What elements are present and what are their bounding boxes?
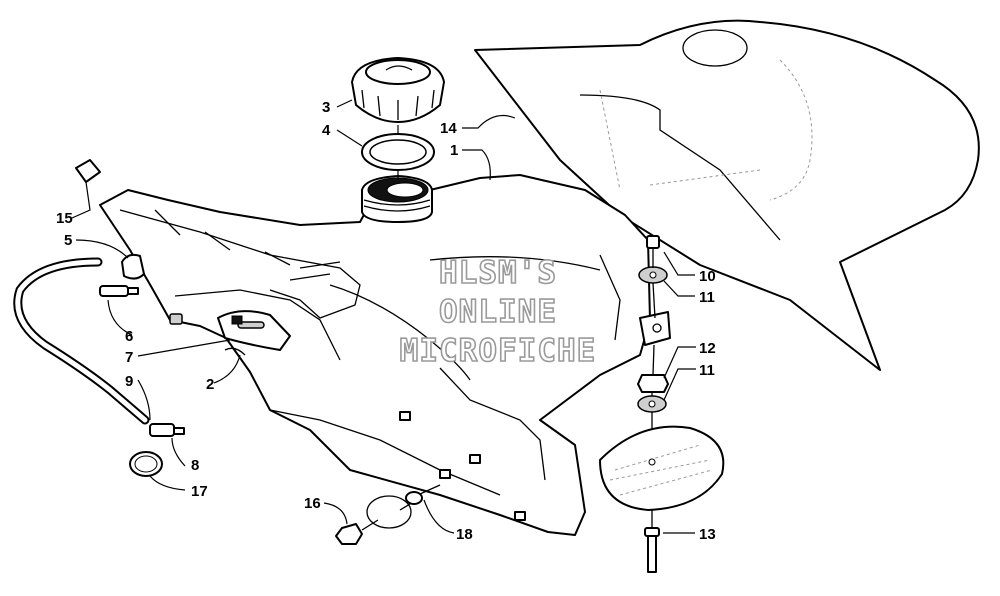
clip-15: [75, 159, 101, 183]
fuel-hose: [13, 257, 150, 425]
callout-4: 4: [322, 122, 331, 139]
clamp-5: [121, 253, 145, 280]
pickup-7: [217, 310, 291, 351]
filler-neck: [361, 175, 433, 223]
callout-9: 9: [125, 373, 133, 390]
callout-14: 14: [440, 120, 457, 137]
watermark-line-3: MICROFICHE: [400, 333, 597, 369]
watermark: HLSM'S ONLINE MICROFICHE: [399, 254, 597, 370]
callout-11-lower: 11: [699, 362, 715, 379]
clamp-17: [129, 451, 163, 477]
callout-13: 13: [699, 526, 716, 543]
callout-16: 16: [304, 495, 321, 512]
leader-lines: [71, 99, 696, 534]
callout-2: 2: [206, 376, 214, 393]
callout-17: 17: [191, 483, 208, 500]
drain-plug: [335, 484, 441, 545]
callout-6: 6: [125, 328, 133, 345]
callout-labels: 1 2 3 4 5 6 7 8 9 10 11 11 12 13 14 15 1…: [56, 99, 716, 543]
callout-7: 7: [125, 349, 133, 366]
bolt-13: [644, 510, 660, 573]
fuel-cap: [351, 57, 445, 123]
callout-15: 15: [56, 210, 73, 227]
foam-pad: [599, 425, 725, 511]
cap-gasket: [361, 133, 435, 171]
watermark-line-1: HLSM'S: [439, 255, 557, 291]
callout-12: 12: [699, 340, 716, 357]
callout-11-upper: 11: [699, 289, 715, 306]
fitting-6: [99, 285, 183, 325]
valve-8: [149, 423, 185, 437]
callout-5: 5: [64, 232, 72, 249]
callout-1: 1: [450, 142, 458, 159]
seat-cover: [474, 19, 980, 371]
fuel-tank: [99, 174, 671, 536]
callout-18: 18: [456, 526, 473, 543]
callout-3: 3: [322, 99, 330, 116]
callout-8: 8: [191, 457, 199, 474]
callout-10: 10: [699, 268, 716, 285]
watermark-line-2: ONLINE: [439, 294, 557, 330]
